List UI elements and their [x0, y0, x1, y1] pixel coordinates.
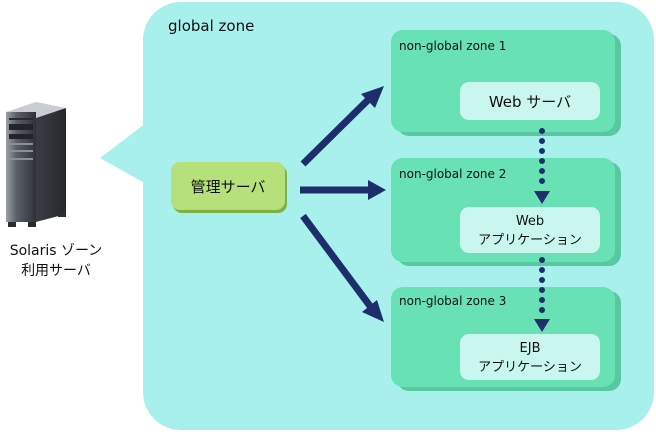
zone-2-label: non-global zone 2: [399, 167, 506, 181]
zone-3-app-box: [460, 334, 600, 380]
zone-3-label: non-global zone 3: [399, 294, 506, 308]
server-label-line1: Solaris ゾーン: [10, 243, 103, 259]
zone-2-app-box: [460, 207, 600, 253]
arrow-to-zone-1: [300, 86, 384, 167]
server-icon: [6, 102, 66, 227]
global-zone-callout: [100, 120, 150, 186]
zone-2-app-label-line1: Web: [516, 214, 544, 229]
zone-1-app-label: Web サーバ: [489, 93, 571, 111]
zone-3-app-label-line2: アプリケーション: [478, 360, 582, 375]
management-server-label: 管理サーバ: [191, 178, 266, 196]
server-label-line2: 利用サーバ: [21, 263, 91, 279]
global-zone-label: global zone: [168, 17, 254, 35]
zone-1-app-box: [460, 82, 600, 120]
zone-2-app-label-line2: アプリケーション: [478, 233, 582, 248]
zone-3-app-label-line1: EJB: [520, 341, 541, 356]
zone-1-label: non-global zone 1: [399, 39, 506, 53]
arrow-to-zone-3: [300, 213, 384, 322]
management-server-box: [171, 162, 287, 213]
dotted-arrow-webapp-to-ejb: [534, 257, 550, 332]
dotted-arrow-web-to-webapp: [534, 128, 550, 204]
arrow-to-zone-2: [300, 180, 386, 200]
